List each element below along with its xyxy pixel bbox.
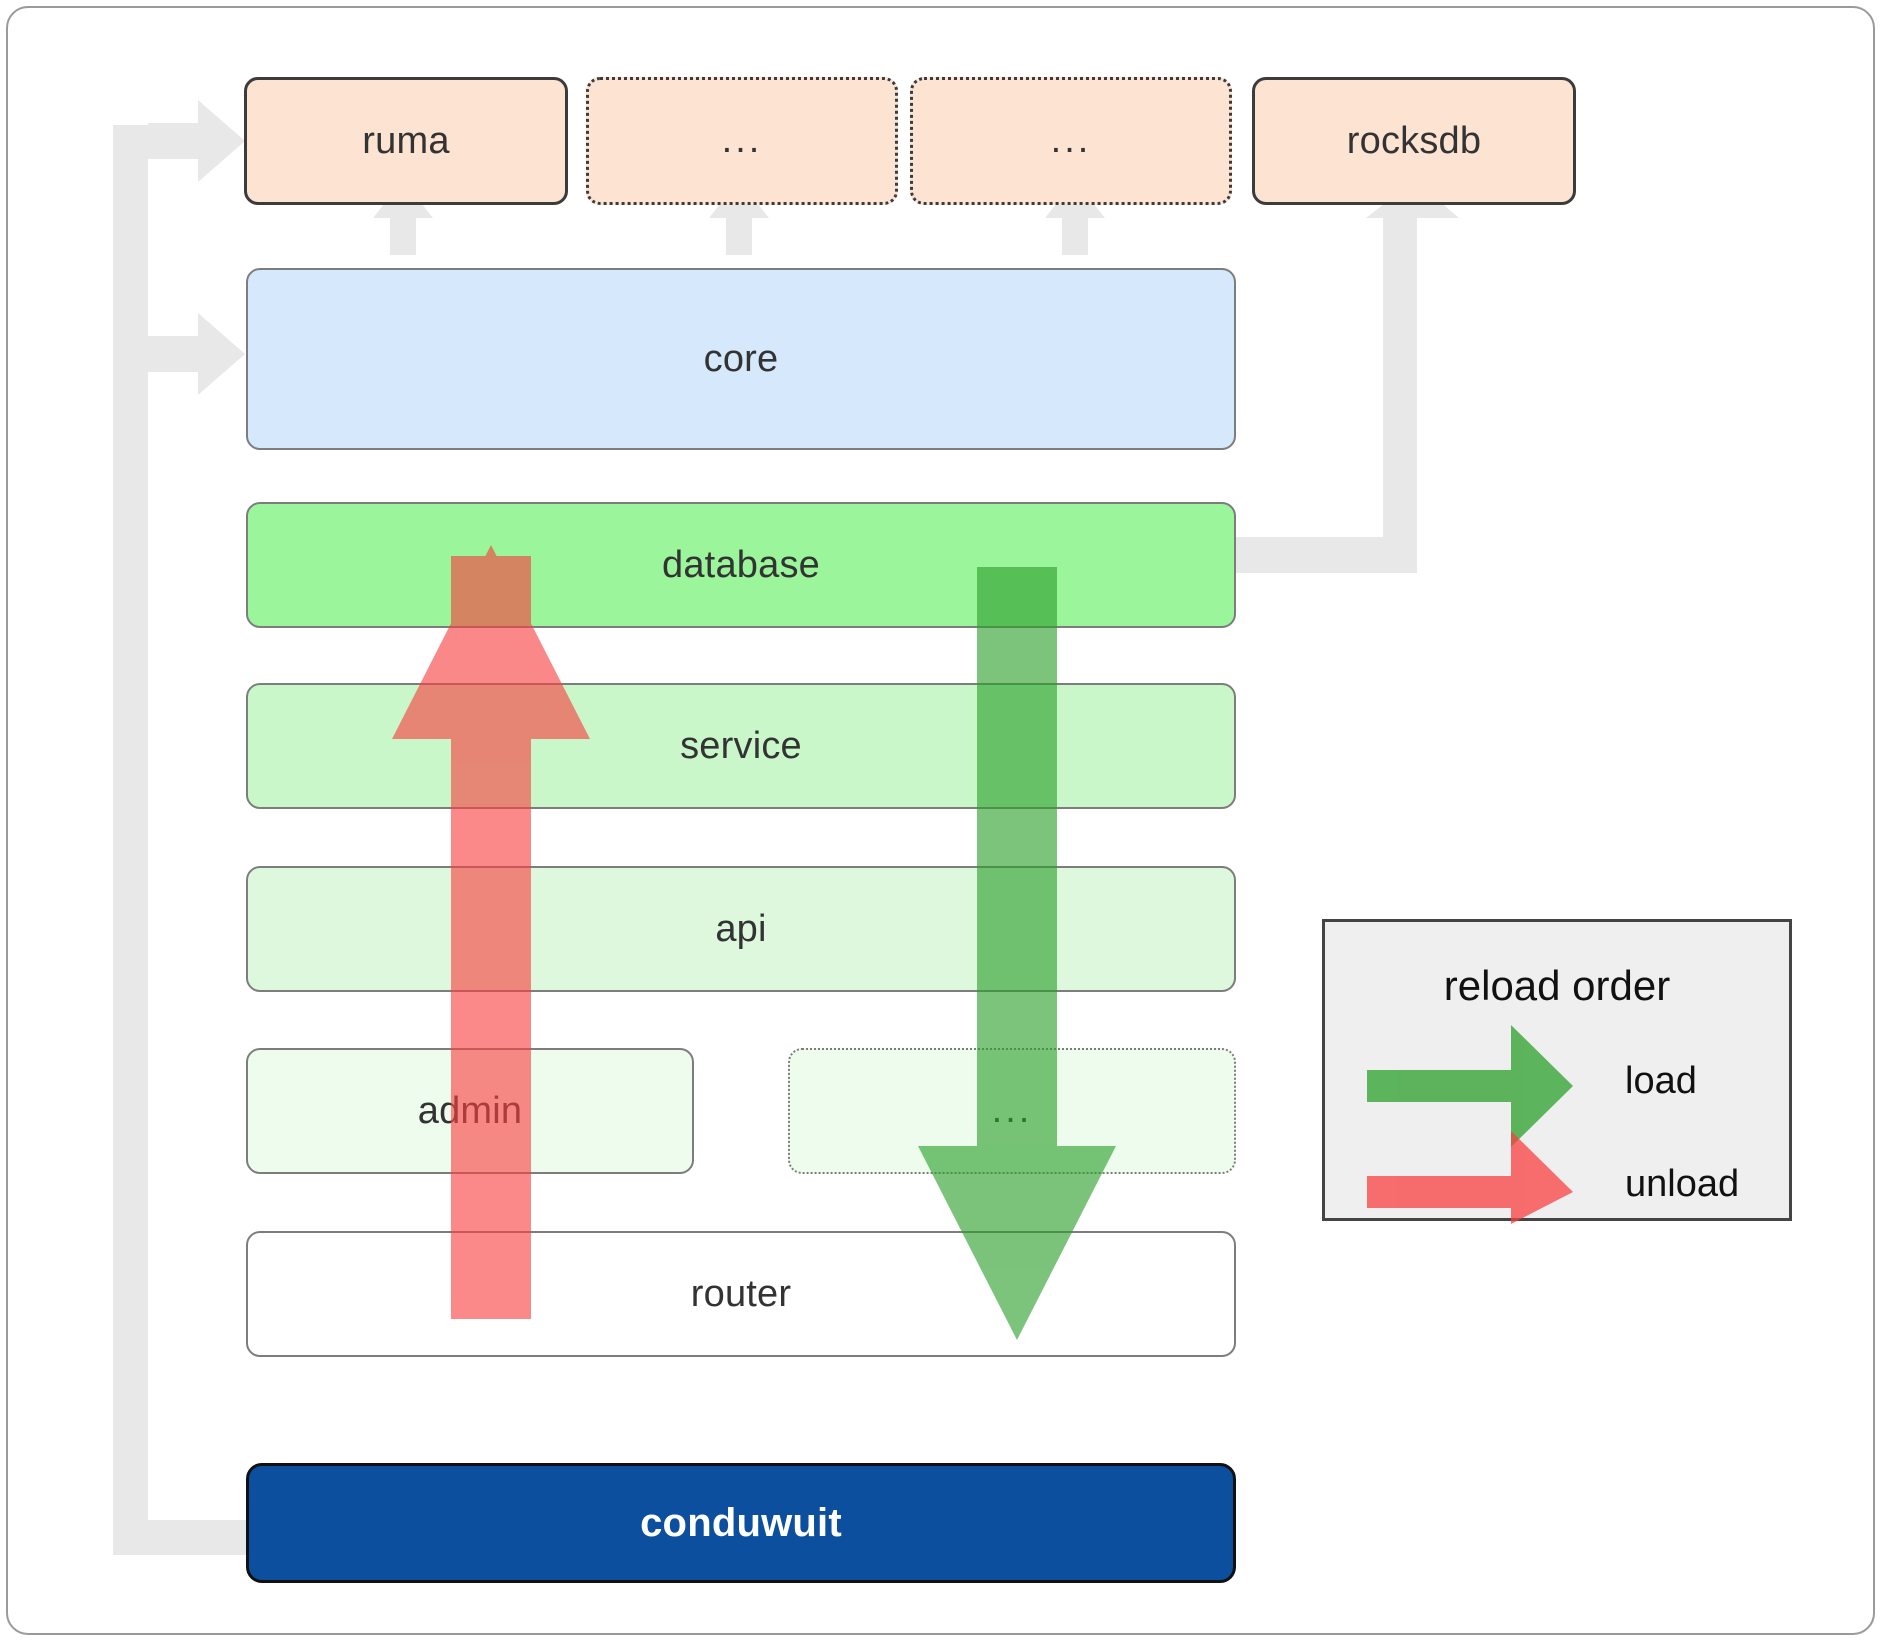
layer-box-service[interactable]: service bbox=[246, 683, 1236, 809]
legend-unload-shaft bbox=[1367, 1176, 1512, 1208]
package-label-dots-2: ... bbox=[1050, 119, 1092, 162]
legend-load-shaft bbox=[1367, 1070, 1512, 1102]
legend-unload-arrow bbox=[1367, 1131, 1573, 1224]
layer-box-dots-3[interactable]: ... bbox=[788, 1048, 1236, 1174]
layer-label-database: database bbox=[662, 543, 820, 586]
layer-box-router[interactable]: router bbox=[246, 1231, 1236, 1357]
package-box-dots-2[interactable]: ... bbox=[910, 77, 1232, 205]
package-box-ruma[interactable]: ruma bbox=[244, 77, 568, 205]
package-label-dots-1: ... bbox=[721, 119, 763, 162]
layer-label-admin: admin bbox=[417, 1089, 523, 1132]
app-box-conduwuit[interactable]: conduwuit bbox=[246, 1463, 1236, 1583]
layer-label-core: core bbox=[703, 337, 779, 380]
layer-label-dots-3: ... bbox=[991, 1089, 1033, 1132]
layer-box-core[interactable]: core bbox=[246, 268, 1236, 450]
layer-box-admin[interactable]: admin bbox=[246, 1048, 694, 1174]
diagram-panel bbox=[6, 6, 1875, 1635]
legend-label-load: load bbox=[1625, 1060, 1697, 1102]
package-label-rocksdb: rocksdb bbox=[1346, 119, 1482, 162]
layer-box-api[interactable]: api bbox=[246, 866, 1236, 992]
legend-unload-head bbox=[1511, 1131, 1573, 1224]
package-box-dots-1[interactable]: ... bbox=[586, 77, 898, 205]
legend-title: reload order bbox=[1443, 962, 1671, 1009]
layer-label-service: service bbox=[680, 724, 802, 767]
legend-label-unload: unload bbox=[1625, 1163, 1740, 1205]
layer-box-database[interactable]: database bbox=[246, 502, 1236, 628]
legend-load-arrow bbox=[1367, 1025, 1573, 1147]
package-box-rocksdb[interactable]: rocksdb bbox=[1252, 77, 1576, 205]
app-label-conduwuit: conduwuit bbox=[640, 1500, 842, 1545]
layer-label-api: api bbox=[715, 907, 767, 950]
package-label-ruma: ruma bbox=[362, 119, 450, 162]
legend-load-head bbox=[1511, 1025, 1573, 1147]
layer-label-router: router bbox=[690, 1272, 792, 1315]
legend-panel: reload order load unload bbox=[1322, 919, 1792, 1224]
